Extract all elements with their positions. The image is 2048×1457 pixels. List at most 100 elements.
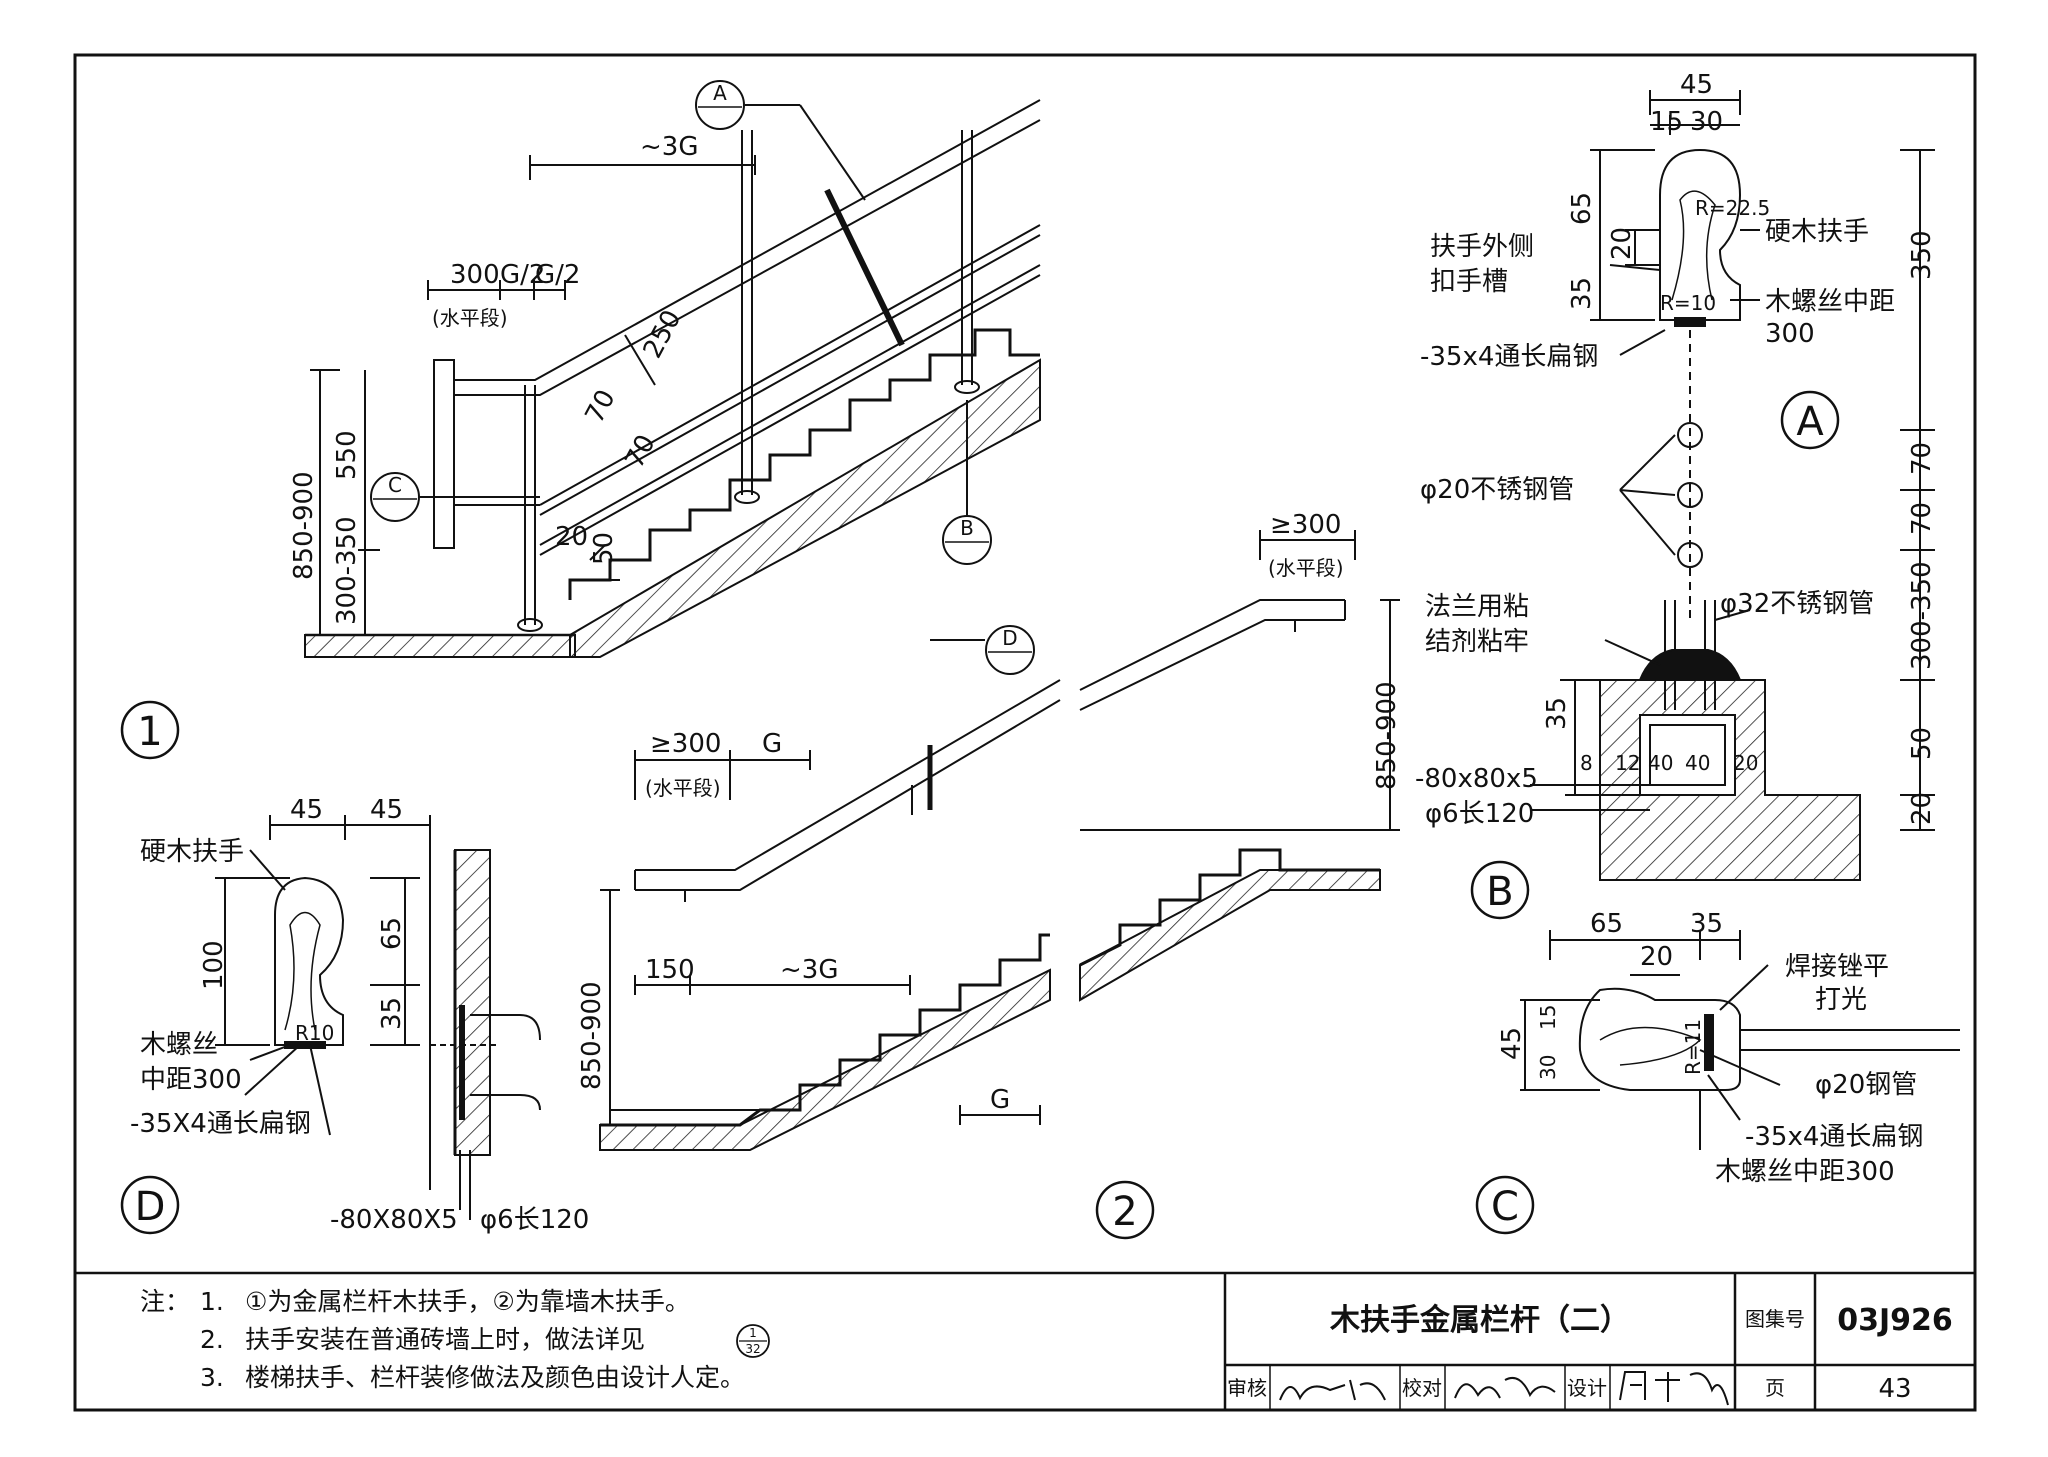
a-dim-20b: 20 bbox=[1907, 792, 1937, 825]
dim-70a: 70 bbox=[580, 385, 622, 428]
d-r10: R10 bbox=[295, 1021, 334, 1045]
svg-text:1: 1 bbox=[749, 1326, 757, 1340]
c-label-weld-1: 焊接锉平 bbox=[1785, 952, 1889, 982]
d-label-hardwood: 硬木扶手 bbox=[140, 837, 244, 867]
detail-d-section bbox=[215, 815, 541, 1220]
b-dim-12: 12 bbox=[1615, 751, 1640, 775]
dim-300: 300 bbox=[450, 260, 500, 290]
note-2-ref-symbol: 1 32 bbox=[736, 1324, 770, 1358]
b-dim-40a: 40 bbox=[1648, 751, 1673, 775]
b-label-tube32: φ32不锈钢管 bbox=[1720, 589, 1874, 619]
c-label-tube20: φ20钢管 bbox=[1815, 1070, 1917, 1100]
dim-300-350-1: 300-350 bbox=[332, 516, 362, 625]
dim-250: 250 bbox=[638, 305, 688, 363]
detail-1-id: 1 bbox=[120, 700, 180, 760]
detail-d-id: D bbox=[120, 1175, 180, 1235]
title-block bbox=[1223, 1273, 1975, 1410]
dim-g2a: G/2 bbox=[500, 260, 545, 290]
a-r10: R=10 bbox=[1660, 291, 1716, 315]
dim-flat-left: (水平段) bbox=[645, 776, 721, 800]
d-label-screw-1: 木螺丝 bbox=[140, 1030, 218, 1060]
d-dim-65: 65 bbox=[377, 917, 407, 950]
c-label-screw: 木螺丝中距300 bbox=[1715, 1157, 1895, 1187]
dim-ge300-left: ≥300 bbox=[650, 729, 721, 759]
review-label: 审核 bbox=[1227, 1376, 1267, 1400]
page-number: 43 bbox=[1878, 1374, 1911, 1404]
a-label-groove-1: 扶手外侧 bbox=[1430, 232, 1534, 262]
a-dim-35: 35 bbox=[1567, 277, 1597, 310]
dim-g2b: G/2 bbox=[535, 260, 580, 290]
svg-text:2: 2 bbox=[1112, 1189, 1137, 1235]
dim-flat-top: (水平段) bbox=[1268, 556, 1344, 580]
detail-a-id: A bbox=[1780, 390, 1840, 450]
detail-b-id: B bbox=[1470, 860, 1530, 920]
detail-a-section bbox=[1590, 90, 1935, 831]
reviewer-signature bbox=[1279, 1379, 1386, 1401]
d-label-anchor: φ6长120 bbox=[480, 1205, 589, 1235]
note-1-text: ①为金属栏杆木扶手，②为靠墙木扶手。 bbox=[245, 1287, 690, 1316]
drawing-title: 木扶手金属栏杆（二） bbox=[1329, 1303, 1630, 1338]
c-dim-15: 15 bbox=[1536, 1005, 1560, 1030]
d-dim-100: 100 bbox=[199, 940, 229, 990]
a-dim-50: 50 bbox=[1907, 727, 1937, 760]
a-dim-65: 65 bbox=[1567, 192, 1597, 225]
notes-block: 注： 1. ①为金属栏杆木扶手，②为靠墙木扶手。 2. 扶手安装在普通砖墙上时，… bbox=[140, 1287, 770, 1392]
dim-850-900-1: 850-900 bbox=[289, 471, 319, 580]
b-dim-8: 8 bbox=[1580, 751, 1593, 775]
atlas-label: 图集号 bbox=[1745, 1307, 1805, 1331]
d-label-screw-2: 中距300 bbox=[140, 1065, 242, 1095]
dim-g-bottom: G bbox=[990, 1085, 1010, 1115]
a-dim-15: 15 bbox=[1650, 107, 1683, 137]
svg-text:32: 32 bbox=[745, 1342, 760, 1356]
svg-text:B: B bbox=[1486, 869, 1513, 915]
c-label-flat-steel: -35x4通长扁钢 bbox=[1745, 1122, 1923, 1152]
a-label-screw-2: 300 bbox=[1765, 319, 1815, 349]
check-label: 校对 bbox=[1402, 1376, 1442, 1400]
dim-20-1: 20 bbox=[555, 522, 588, 552]
a-label-groove-2: 扣手槽 bbox=[1430, 267, 1508, 297]
design-label: 设计 bbox=[1567, 1376, 1607, 1400]
callout-a-text: A bbox=[713, 81, 727, 105]
callout-d-text: D bbox=[1002, 626, 1017, 650]
note-2-num: 2. bbox=[200, 1325, 224, 1354]
a-dim-70b: 70 bbox=[1907, 502, 1937, 535]
c-dim-30: 30 bbox=[1536, 1055, 1560, 1080]
dim-150: 150 bbox=[645, 955, 695, 985]
callout-d-marker: D bbox=[985, 625, 1035, 675]
detail-c-section bbox=[1520, 930, 1960, 1150]
note-2-text: 扶手安装在普通砖墙上时，做法详见 bbox=[245, 1325, 645, 1354]
dim-850-900-right: 850-900 bbox=[1372, 681, 1402, 790]
checker-signature bbox=[1454, 1376, 1556, 1399]
c-dim-35: 35 bbox=[1690, 909, 1723, 939]
b-dim-35: 35 bbox=[1542, 697, 1572, 730]
svg-text:C: C bbox=[1491, 1184, 1519, 1230]
c-dim-20: 20 bbox=[1640, 942, 1673, 972]
b-label-anchor: φ6长120 bbox=[1425, 799, 1534, 829]
b-label-flange-1: 法兰用粘 bbox=[1425, 592, 1529, 622]
a-label-tube20: φ20不锈钢管 bbox=[1420, 475, 1574, 505]
notes-prefix: 注： bbox=[140, 1287, 190, 1316]
dim-approx-3g-2: ~3G bbox=[780, 955, 838, 985]
dim-50-1: 50 bbox=[589, 532, 619, 565]
a-label-screw-1: 木螺丝中距 bbox=[1765, 287, 1895, 317]
detail-1-railing bbox=[304, 99, 1041, 658]
a-dim-45: 45 bbox=[1680, 70, 1713, 100]
a-dim-350: 350 bbox=[1907, 230, 1937, 280]
dim-ge300-top: ≥300 bbox=[1270, 510, 1341, 540]
detail-2-wall-handrail bbox=[599, 530, 1400, 1151]
page-label: 页 bbox=[1765, 1376, 1785, 1400]
note-3-text: 楼梯扶手、栏杆装修做法及颜色由设计人定。 bbox=[245, 1363, 745, 1392]
c-r: R=11 bbox=[1681, 1019, 1705, 1075]
a-dim-300-350: 300-350 bbox=[1907, 561, 1937, 670]
d-dim-45b: 45 bbox=[370, 795, 403, 825]
d-label-plate: -80X80X5 bbox=[330, 1205, 458, 1235]
c-dim-45: 45 bbox=[1497, 1027, 1527, 1060]
a-dim-20: 20 bbox=[1607, 227, 1637, 260]
atlas-number: 03J926 bbox=[1837, 1303, 1953, 1338]
d-label-flat-steel: -35X4通长扁钢 bbox=[130, 1109, 311, 1139]
note-3-num: 3. bbox=[200, 1363, 224, 1392]
a-label-flat-steel: -35x4通长扁钢 bbox=[1420, 342, 1598, 372]
c-dim-65: 65 bbox=[1590, 909, 1623, 939]
d-dim-35: 35 bbox=[377, 997, 407, 1030]
a-dim-30: 30 bbox=[1690, 107, 1723, 137]
